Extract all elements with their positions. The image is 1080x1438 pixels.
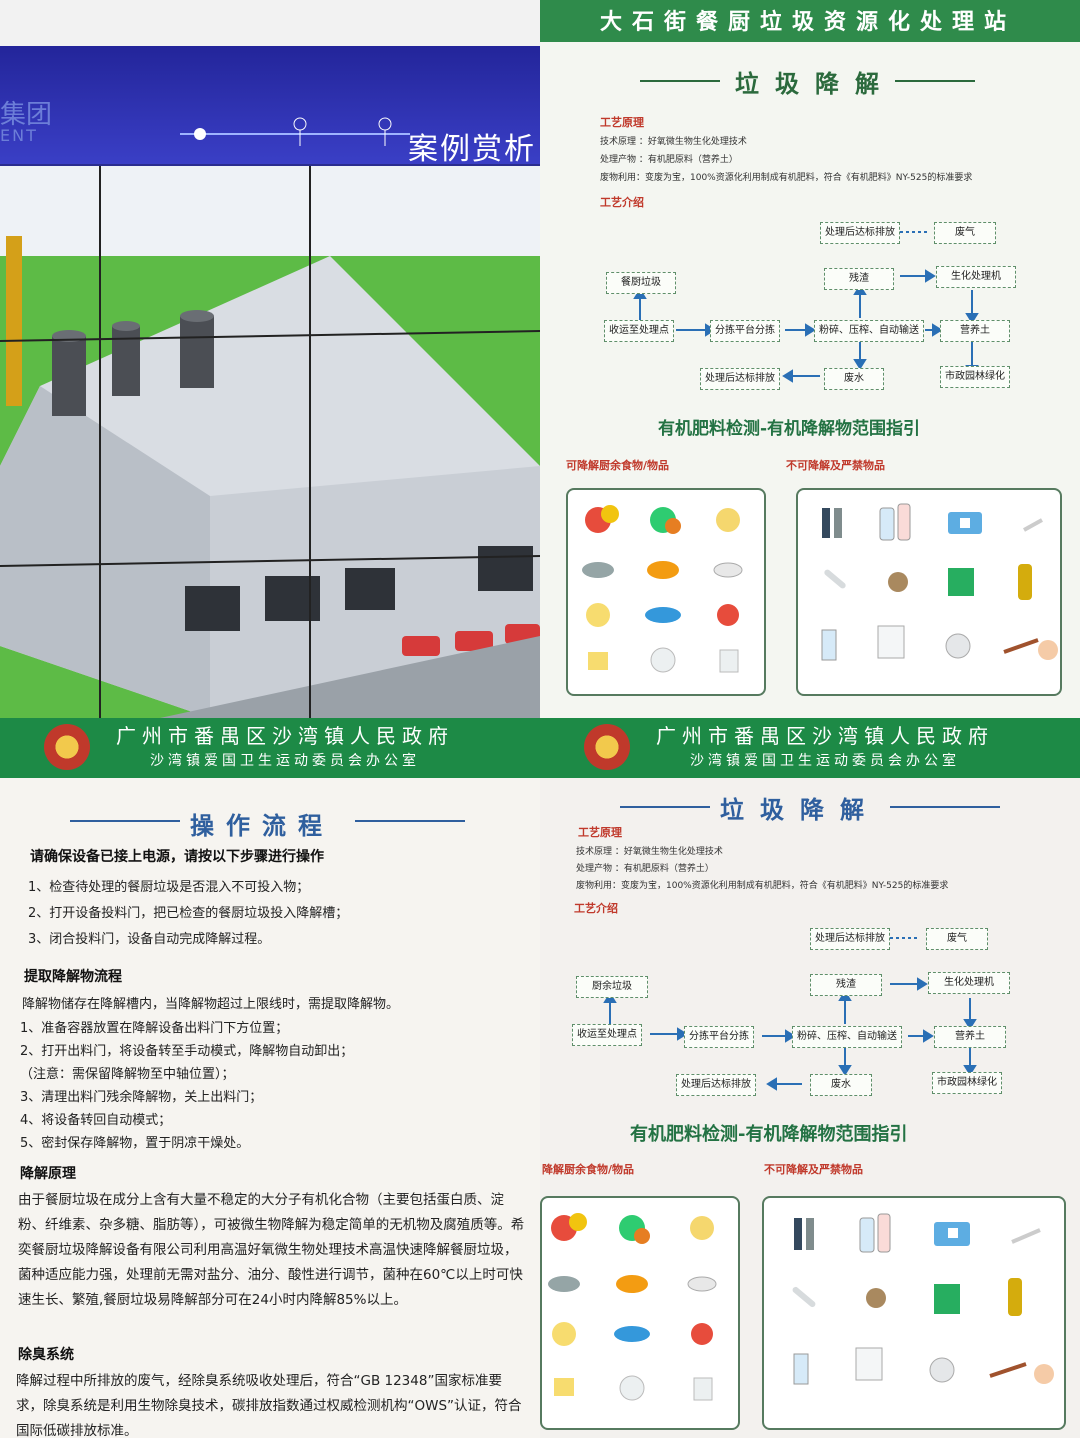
- gov-subtitle: 沙湾镇爱国卫生运动委员会办公室: [150, 753, 420, 769]
- flow-node-bio-machine: 生化处理机: [936, 266, 1016, 288]
- flow-node-collect: 收运至处理点: [604, 320, 674, 342]
- extract-step-5: 5、密封保存降解物，置于阴凉干燥处。: [20, 1136, 250, 1151]
- flow-node-waste-water: 废水: [810, 1074, 872, 1096]
- process-line-2: 处理产物 ：有机肥原料（营养土）: [576, 864, 714, 874]
- process-label: 工艺原理: [600, 116, 644, 129]
- process-line-3: 废物利用：变废为宝，100%资源化利用制成有机肥料，符合《有机肥料》NY-525…: [600, 173, 973, 183]
- section-title: 操作流程: [190, 812, 334, 840]
- guide-subtitle: 有机肥料检测-有机降解物范围指引: [658, 419, 921, 439]
- principle-title: 降解原理: [20, 1166, 76, 1182]
- title-rule-right: [890, 806, 1000, 808]
- step-2: 2、打开设备投料门，把已检查的餐厨垃圾投入降解槽；: [28, 906, 349, 921]
- step-3: 3、闭合投料门，设备自动完成降解过程。: [28, 932, 271, 947]
- timeline-graphic: [180, 117, 410, 146]
- panel-board-shawan: 广州市番禺区沙湾镇人民政府 沙湾镇爱国卫生运动委员会办公室 垃圾降解 工艺原理 …: [540, 718, 1080, 1438]
- degradable-items-box: [540, 1196, 740, 1430]
- title-rule-left: [620, 806, 710, 808]
- guide-subtitle: 有机肥料检测-有机降解物范围指引: [630, 1124, 908, 1145]
- food-icons: [582, 505, 743, 673]
- extract-title: 提取降解物流程: [24, 969, 122, 985]
- flow-node-water-discharge: 处理后达标排放: [676, 1074, 756, 1096]
- process-line-1: 技术原理 ：好氧微生物生化处理技术: [600, 137, 747, 147]
- flow-node-waste-gas: 废气: [934, 222, 996, 244]
- degradable-label: 可降解厨余食物/物品: [566, 459, 670, 472]
- flow-node-exhaust-discharge: 处理后达标排放: [820, 222, 900, 244]
- extract-intro: 降解物储存在降解槽内，当降解物超过上限线时，需提取降解物。: [22, 997, 400, 1012]
- gov-title: 广州市番禺区沙湾镇人民政府: [116, 724, 454, 748]
- flow-arrows: [603, 937, 977, 1091]
- extract-step-4: 4、将设备转回自动模式；: [20, 1113, 172, 1128]
- principle-text: 由于餐厨垃圾在成分上含有大量不稳定的大分子有机化合物（主要包括蛋白质、淀粉、纤维…: [18, 1192, 525, 1308]
- plant-illustration: [0, 166, 540, 718]
- screen-title: 案例赏析: [408, 132, 536, 167]
- flow-node-residue: 残渣: [810, 974, 882, 996]
- flow-node-waste-water: 废水: [824, 368, 884, 390]
- flow-node-bio-machine: 生化处理机: [928, 972, 1010, 994]
- process-line-2: 处理产物 ：有机肥原料（营养土）: [600, 155, 738, 165]
- gov-header: 广州市番禺区沙湾镇人民政府 沙湾镇爱国卫生运动委员会办公室: [540, 718, 1080, 778]
- deodor-text: 降解过程中所排放的废气，经除臭系统吸收处理后，符合“GB 12348”国家标准要…: [16, 1373, 522, 1438]
- gov-header: 广州市番禺区沙湾镇人民政府 沙湾镇爱国卫生运动委员会办公室: [0, 718, 540, 778]
- panel-board-dashi: 大石街餐厨垃圾资源化处理站 垃圾降解 工艺原理 技术原理 ：好氧微生物生化处理技…: [540, 0, 1080, 718]
- flow-node-kitchen-waste: 厨余垃圾: [576, 976, 648, 998]
- panel-operation-board: 广州市番禺区沙湾镇人民政府 沙湾镇爱国卫生运动委员会办公室 操作流程 请确保设备…: [0, 718, 540, 1438]
- national-emblem-icon: [44, 724, 90, 770]
- power-note: 请确保设备已接上电源，请按以下步骤进行操作: [30, 849, 324, 865]
- board-header-title: 大石街餐厨垃圾资源化处理站: [600, 9, 1017, 35]
- flow-node-landscaping: 市政园林绿化: [940, 366, 1010, 388]
- title-rule-left: [640, 80, 720, 82]
- flow-node-waste-gas: 废气: [926, 928, 988, 950]
- flow-node-exhaust-discharge: 处理后达标排放: [810, 928, 890, 950]
- extract-note: （注意：需保留降解物至中轴位置）；: [20, 1067, 235, 1082]
- flow-node-crushing: 粉碎、压榨、自动输送: [814, 320, 924, 342]
- flow-node-nutrient-soil: 营养土: [934, 1026, 1006, 1048]
- title-rule-right: [355, 820, 465, 822]
- screen-logo-text: 集团: [0, 100, 53, 130]
- section-title: 垃圾降解: [720, 796, 880, 824]
- flow-node-nutrient-soil: 营养土: [940, 320, 1010, 342]
- flow-node-water-discharge: 处理后达标排放: [700, 368, 780, 390]
- flow-node-landscaping: 市政园林绿化: [932, 1072, 1002, 1094]
- flow-node-collect: 收运至处理点: [572, 1024, 642, 1046]
- process-line-3: 废物利用：变废为宝，100%资源化利用制成有机肥料，符合《有机肥料》NY-525…: [576, 881, 949, 891]
- extract-step-2: 2、打开出料门，将设备转至手动模式，降解物自动卸出；: [20, 1044, 354, 1059]
- food-icons: [548, 1213, 717, 1401]
- intro-label: 工艺介绍: [600, 196, 644, 209]
- degradable-label: 降解厨余食物/物品: [542, 1163, 635, 1176]
- panel-screen-photo: 集团 ENT 案例赏析: [0, 0, 540, 718]
- flow-node-kitchen-waste: 餐厨垃圾: [606, 272, 676, 294]
- prohibited-icons: [821, 503, 1058, 661]
- gov-subtitle: 沙湾镇爱国卫生运动委员会办公室: [690, 753, 960, 769]
- flow-node-residue: 残渣: [824, 268, 894, 290]
- extract-step-1: 1、准备容器放置在降解设备出料门下方位置；: [20, 1021, 289, 1036]
- title-rule-right: [895, 80, 975, 82]
- flow-node-sorting: 分拣平台分拣: [684, 1026, 754, 1048]
- board-header: 大石街餐厨垃圾资源化处理站: [540, 0, 1080, 42]
- step-1: 1、检查待处理的餐厨垃圾是否混入不可投入物；: [28, 880, 310, 895]
- extract-step-3: 3、清理出料门残余降解物，关上出料门；: [20, 1090, 263, 1105]
- process-label: 工艺原理: [578, 826, 622, 839]
- screen-banner: 集团 ENT 案例赏析: [0, 46, 540, 167]
- process-line-1: 技术原理 ：好氧微生物生化处理技术: [576, 847, 723, 857]
- screen-logo-sub: ENT: [0, 126, 38, 145]
- plant-3d-render: [0, 166, 540, 718]
- degradable-items-box: [566, 488, 766, 696]
- section-title: 垃圾降解: [735, 70, 895, 98]
- non-degradable-items-box: [796, 488, 1062, 696]
- deodor-title: 除臭系统: [18, 1347, 74, 1363]
- gov-title: 广州市番禺区沙湾镇人民政府: [656, 724, 994, 748]
- non-degradable-items-box: [762, 1196, 1066, 1430]
- title-rule-left: [70, 820, 180, 822]
- non-degradable-label: 不可降解及严禁物品: [764, 1163, 863, 1176]
- intro-label: 工艺介绍: [574, 902, 618, 915]
- non-degradable-label: 不可降解及严禁物品: [786, 459, 885, 472]
- prohibited-icons: [792, 1213, 1054, 1385]
- national-emblem-icon: [584, 724, 630, 770]
- flow-node-crushing: 粉碎、压榨、自动输送: [792, 1026, 902, 1048]
- flow-node-sorting: 分拣平台分拣: [710, 320, 780, 342]
- display-screen: 集团 ENT 案例赏析: [0, 46, 540, 718]
